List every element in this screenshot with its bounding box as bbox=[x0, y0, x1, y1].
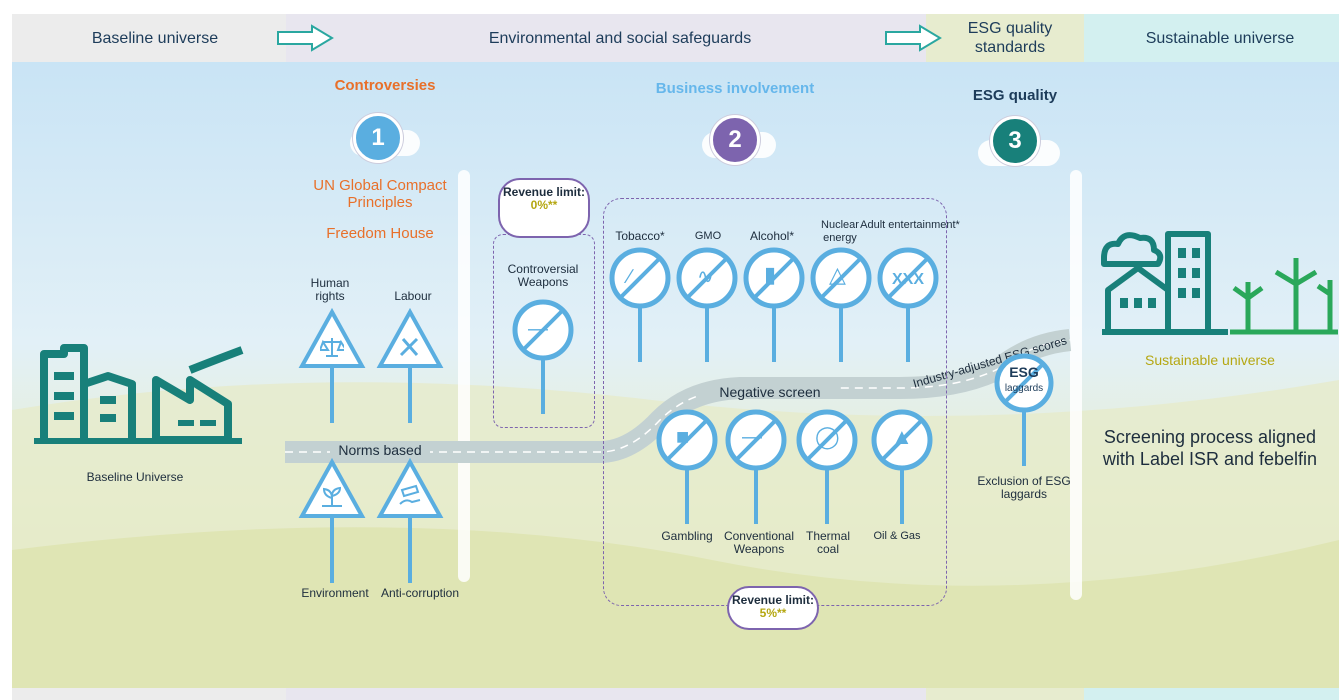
business-label-gmo: GMO bbox=[694, 230, 722, 242]
controversial-weapons-label: Controversial Weapons bbox=[507, 262, 579, 289]
business-label-alcohol: Alcohol* bbox=[749, 229, 795, 243]
dice-icon: ■ bbox=[676, 424, 690, 449]
plant-icon bbox=[322, 486, 342, 507]
header-band-safeguards bbox=[286, 14, 926, 62]
header-band-baseline bbox=[12, 14, 286, 62]
sign-label-labour: Labour bbox=[394, 289, 432, 303]
business-label-tobacco: Tobacco* bbox=[615, 229, 665, 243]
footer-band-sustainable bbox=[1084, 688, 1339, 700]
divider-post bbox=[458, 170, 470, 582]
factory-city-icon bbox=[34, 344, 244, 444]
oil-rig-icon: ▲ bbox=[891, 424, 913, 449]
gun-icon: — bbox=[742, 426, 762, 448]
baseline-universe-label: Baseline Universe bbox=[86, 470, 184, 484]
sign-label-anti-corruption: Anti-corruption bbox=[380, 586, 460, 600]
gun-icon: — bbox=[528, 318, 548, 340]
header-band-sustainable bbox=[1084, 14, 1339, 62]
business-title: Business involvement bbox=[655, 80, 815, 97]
sustainable-universe-label: Sustainable universe bbox=[1145, 352, 1275, 368]
controversies-title: Controversies bbox=[334, 77, 436, 94]
esg-sign-big: ESG bbox=[1009, 364, 1039, 380]
business-label-nuclear: Nuclear energy bbox=[821, 219, 859, 244]
header-safeguards: Environmental and social safeguards bbox=[488, 29, 752, 47]
header-esg-standards: ESG quality standards bbox=[967, 20, 1053, 56]
business-label-gambling: Gambling bbox=[661, 529, 713, 543]
header-sustainable: Sustainable universe bbox=[1145, 29, 1295, 47]
norms-road-label: Norms based bbox=[330, 443, 430, 457]
scales-icon bbox=[320, 338, 344, 357]
header-band-esg bbox=[926, 14, 1084, 62]
arrow-right-icon bbox=[277, 24, 334, 52]
footer-band-baseline bbox=[12, 688, 286, 700]
bottle-icon: ▮ bbox=[764, 262, 777, 287]
esg-exclusion-label: Exclusion of ESG laggards bbox=[977, 474, 1071, 501]
section-number-badge: 1 bbox=[353, 113, 403, 163]
svg-text:XXX: XXX bbox=[892, 271, 924, 288]
revenue-limit-5-badge: Revenue limit: 5%** bbox=[727, 586, 819, 630]
negative-screen-label: Negative screen bbox=[700, 385, 840, 399]
sign-label-human-rights: Human rights bbox=[310, 276, 350, 303]
divider-post bbox=[1070, 170, 1082, 600]
coal-cart-icon: ◯ bbox=[815, 424, 840, 449]
esg-sign-small: laggards bbox=[1004, 383, 1044, 394]
arrow-right-icon bbox=[885, 24, 942, 52]
revenue-limit-0-badge: Revenue limit: 0%** bbox=[498, 178, 590, 238]
source-freedom-house: Freedom House bbox=[326, 225, 434, 242]
footer-band-esg bbox=[926, 688, 1084, 700]
cigarette-icon: ∕ bbox=[628, 266, 632, 288]
screening-text: Screening process aligned with Label ISR… bbox=[1102, 427, 1318, 469]
hand-money-icon bbox=[399, 484, 421, 505]
tools-icon bbox=[399, 337, 419, 357]
dna-icon: ∿ bbox=[697, 266, 714, 288]
revenue-limit-0-label: Revenue limit: bbox=[502, 185, 586, 199]
business-label-conventional-weapons: Conventional Weapons bbox=[723, 529, 795, 556]
header-baseline: Baseline universe bbox=[91, 29, 219, 47]
section-number-badge: 3 bbox=[990, 116, 1040, 166]
revenue-limit-5-label: Revenue limit: bbox=[731, 593, 815, 607]
footer-band-safeguards bbox=[286, 688, 926, 700]
business-label-oil-gas: Oil & Gas bbox=[873, 530, 921, 542]
revenue-limit-5-value: 5%** bbox=[759, 606, 787, 620]
revenue-limit-0-value: 0%** bbox=[530, 198, 558, 212]
green-city-icon bbox=[1101, 231, 1338, 335]
source-ungc: UN Global Compact Principles bbox=[313, 177, 447, 211]
nuclear-icon: △ bbox=[829, 262, 846, 287]
esg-quality-title: ESG quality bbox=[972, 87, 1058, 104]
business-label-adult: Adult entertainment* bbox=[860, 219, 960, 231]
business-label-thermal-coal: Thermal coal bbox=[805, 529, 850, 556]
section-number-badge: 2 bbox=[710, 115, 760, 165]
sign-label-environment: Environment bbox=[301, 586, 369, 600]
